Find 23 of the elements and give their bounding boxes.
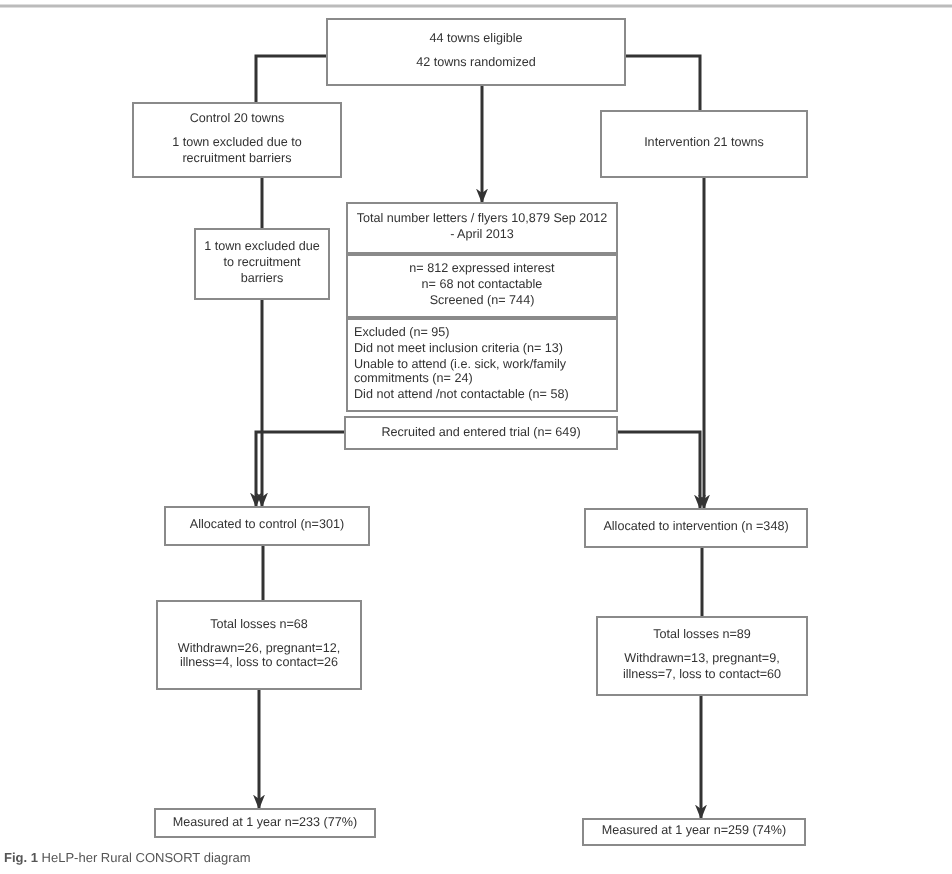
process-box	[584, 508, 808, 548]
process-box	[194, 228, 330, 300]
process-box	[596, 616, 808, 696]
arrow	[618, 430, 706, 510]
arrow	[695, 696, 707, 820]
process-box	[600, 110, 808, 178]
process-box	[164, 506, 370, 546]
arrow	[476, 86, 488, 204]
process-box	[344, 416, 618, 450]
process-box	[346, 202, 618, 254]
process-box	[326, 18, 626, 86]
arrow	[626, 54, 702, 110]
process-box	[132, 102, 342, 178]
arrow	[256, 300, 268, 508]
arrow	[254, 54, 326, 102]
arrow	[250, 430, 344, 508]
process-box	[156, 600, 362, 690]
process-box	[582, 818, 806, 846]
process-box	[346, 318, 618, 412]
process-box	[346, 254, 618, 318]
arrow	[253, 690, 265, 810]
process-box	[154, 808, 376, 838]
arrow	[698, 178, 710, 510]
